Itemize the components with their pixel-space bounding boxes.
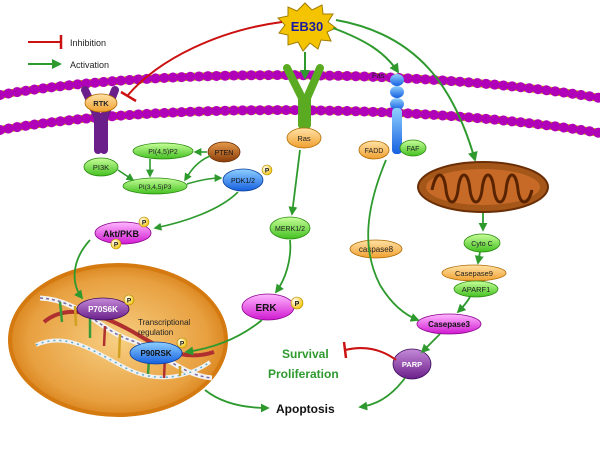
merk-node <box>269 216 311 240</box>
eb30-to-rtk-inhibition <box>127 21 283 96</box>
pip3-to-pdk-arrow <box>186 174 223 185</box>
pip3-label: PI(3,4,5)P3 <box>139 184 172 191</box>
pi3k-to-pip3-arrow <box>117 169 135 181</box>
rtk-inhibition-bar <box>120 90 137 103</box>
ras-label: Ras <box>297 134 311 143</box>
eb30-drug: EB30 <box>276 2 337 52</box>
fas-receptor: Fas FADD FAF <box>358 71 427 160</box>
svg-text:P: P <box>295 301 300 308</box>
akt-node <box>94 221 152 245</box>
fadd-to-casepase3-arrow <box>367 159 420 322</box>
svg-text:P: P <box>142 220 147 227</box>
p70s6k-label: P70S6K <box>88 305 118 314</box>
rtk-receptor: RTK <box>81 86 119 154</box>
parp-label: PARP <box>402 360 422 369</box>
eb30-label: EB30 <box>291 19 324 34</box>
pdk-phospho <box>261 164 273 176</box>
ras-to-merk-arrow <box>288 149 301 216</box>
cytoc-to-casepase9-arrow <box>474 251 484 265</box>
erk-branch: MERK1/2 ERK P <box>241 149 311 321</box>
fas-label: Fas <box>372 71 385 80</box>
legend: Inhibition Activation <box>28 35 109 70</box>
erk-phospho <box>290 296 304 310</box>
casepase3-label: Casepase3 <box>428 320 470 329</box>
dna-helix <box>35 295 215 381</box>
nucleus: Transcriptional regulation P70S6K P P90R… <box>8 239 263 417</box>
pten-node <box>207 141 241 163</box>
pdk-to-akt-arrow <box>153 191 239 231</box>
akt-label: Akt/PKB <box>103 229 140 239</box>
pdk-node <box>222 168 264 192</box>
svg-text:P: P <box>127 298 132 305</box>
erk-to-p90rsk-arrow <box>184 319 263 356</box>
regulation-label: regulation <box>138 328 173 337</box>
pip2-label: PI(4,5)P2 <box>148 149 178 156</box>
p70s6k-node <box>76 297 130 321</box>
ras-node <box>286 127 322 149</box>
parp-node <box>392 348 432 380</box>
casepase9-label: Casepase9 <box>455 269 493 278</box>
apoptosis-label: Apoptosis <box>276 402 335 416</box>
faf-label: FAF <box>407 146 420 153</box>
cytoc-node <box>463 233 501 253</box>
merk-label: MERK1/2 <box>275 226 305 233</box>
legend-activation-label: Activation <box>70 60 109 70</box>
parp-to-apoptosis-arrow <box>358 377 406 411</box>
rtk-node <box>84 93 118 113</box>
p90rsk-node <box>129 341 183 365</box>
casepase3-to-parp-arrow <box>420 333 441 354</box>
outcomes: Survival Proliferation Apoptosis <box>204 347 339 416</box>
eb30-star-shape <box>276 2 337 52</box>
pten-to-pip3-arrow <box>184 155 211 182</box>
rtk-label: RTK <box>93 99 109 108</box>
p90rsk-phospho <box>176 337 188 349</box>
survival-label: Survival <box>282 347 329 361</box>
svg-text:P: P <box>114 242 119 249</box>
aparf1-label: APARF1 <box>462 285 491 294</box>
eb30-arrows <box>120 19 478 162</box>
nucleus-to-apoptosis-arrow <box>204 389 270 413</box>
p90rsk-label: P90RSK <box>140 349 171 358</box>
ras-receptor: Ras <box>283 64 324 149</box>
p70s6k-phospho <box>123 294 135 306</box>
fadd-node <box>358 140 390 160</box>
svg-text:P: P <box>265 168 270 175</box>
legend-inhibition-label: Inhibition <box>70 38 106 48</box>
akt-phospho-2 <box>110 238 122 250</box>
pi3k-label: PI3K <box>93 163 109 172</box>
pi3k-node <box>83 157 119 177</box>
survival-inhibition-bar <box>342 341 348 359</box>
caspase8-node <box>349 239 403 259</box>
aparf1-to-casepase3-arrow <box>456 296 471 314</box>
pip3-node <box>122 177 188 195</box>
nucleus-shape <box>8 263 228 417</box>
eb30-to-mitochondria-arrow <box>335 19 478 162</box>
merk-to-erk-arrow <box>274 239 292 294</box>
pten-label: PTEN <box>215 150 234 157</box>
casepase3-node <box>416 313 482 335</box>
mitochondria-branch: Cyto C Casepase9 APARF1 caspase8 Casepas… <box>342 159 549 411</box>
cytoc-label: Cyto C <box>471 241 492 248</box>
akt-phospho-1 <box>138 216 150 228</box>
fadd-label: FADD <box>365 148 384 155</box>
transcriptional-label: Transcriptional <box>138 318 190 327</box>
aparf1-node <box>453 280 499 298</box>
pip2-node <box>132 142 194 160</box>
mitochondrion-cristae <box>430 173 534 204</box>
proliferation-label: Proliferation <box>268 367 339 381</box>
parp-to-survival-inhibition <box>344 347 397 361</box>
svg-text:P: P <box>180 341 185 348</box>
pi3k-branch: PI3K PI(4,5)P2 PI(3,4,5)P3 PTEN PDK1/2 P… <box>83 141 273 250</box>
eb30-to-fas-arrow <box>332 27 400 74</box>
faf-node <box>399 139 427 157</box>
akt-to-p70s6k-arrow <box>73 239 91 300</box>
erk-label: ERK <box>255 303 277 314</box>
caspase8-label: caspase8 <box>359 245 394 254</box>
pdk-label: PDK1/2 <box>231 178 255 185</box>
